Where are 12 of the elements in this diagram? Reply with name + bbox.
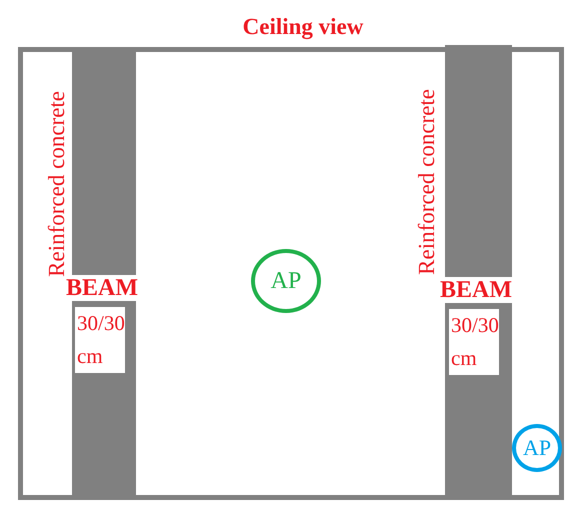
access-point-label: AP: [270, 269, 302, 293]
beam-caption: Reinforced concrete: [44, 91, 70, 277]
beam-label: BEAM: [438, 277, 514, 303]
room-outline: [18, 47, 564, 500]
beam-dimension: 30/30 cm: [75, 307, 125, 373]
beam-caption: Reinforced concrete: [414, 89, 440, 275]
beam-label: BEAM: [64, 275, 140, 301]
diagram-title: Ceiling view: [242, 14, 364, 39]
access-point-label: AP: [522, 437, 552, 459]
access-point-marker: [512, 424, 562, 472]
beam-dimension: 30/30 cm: [449, 309, 499, 375]
access-point-marker: [251, 249, 321, 313]
